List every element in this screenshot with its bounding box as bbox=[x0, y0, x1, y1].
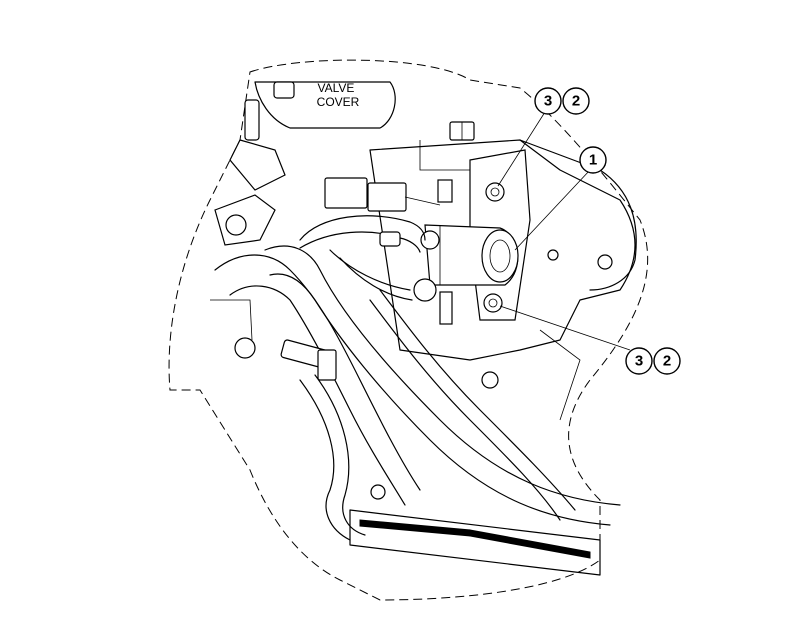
wire-terminal bbox=[379, 231, 401, 247]
terminal-stud bbox=[437, 179, 453, 203]
hose bbox=[214, 254, 421, 491]
callout-circle bbox=[562, 87, 590, 115]
callout-number: 1 bbox=[589, 152, 597, 169]
engine-outline bbox=[168, 59, 649, 601]
callout-number: 2 bbox=[572, 93, 580, 110]
valve-cover-bolt bbox=[273, 81, 295, 99]
engine-block bbox=[369, 139, 636, 361]
callout-circle bbox=[625, 347, 653, 375]
wire-harness bbox=[299, 215, 426, 241]
callout-circle bbox=[579, 146, 607, 174]
sensor bbox=[229, 139, 286, 191]
connector bbox=[367, 182, 407, 212]
terminal-stud bbox=[439, 291, 453, 325]
callout-part1: 1 bbox=[579, 146, 607, 174]
hose bbox=[264, 245, 621, 506]
terminal-nut bbox=[413, 278, 437, 302]
leader-line-part1 bbox=[514, 169, 591, 251]
callout-number: 2 bbox=[663, 353, 671, 370]
callout-circle bbox=[653, 347, 681, 375]
mount-hole bbox=[597, 254, 613, 270]
callout-number: 3 bbox=[635, 353, 643, 370]
valve-cover-label: VALVE bbox=[318, 81, 355, 95]
callout-top: 3 2 bbox=[534, 87, 590, 115]
connector bbox=[324, 177, 368, 209]
terminal-nut bbox=[420, 230, 440, 250]
callout-circle bbox=[534, 87, 562, 115]
valve-cover bbox=[254, 81, 396, 129]
oil-pan-rail bbox=[349, 509, 601, 576]
solenoid-end bbox=[481, 229, 519, 283]
bracket-bolt-bottom bbox=[483, 293, 503, 313]
callout-number: 3 bbox=[544, 93, 552, 110]
valve-cover-label-2: COVER bbox=[317, 95, 360, 109]
leader-line-bottom bbox=[499, 305, 631, 351]
callout-bottom: 3 2 bbox=[625, 347, 681, 375]
leader-line-top bbox=[497, 111, 546, 187]
mount-hole bbox=[547, 249, 559, 261]
bracket-bolt-top bbox=[485, 182, 505, 202]
fuel-line bbox=[299, 379, 351, 541]
